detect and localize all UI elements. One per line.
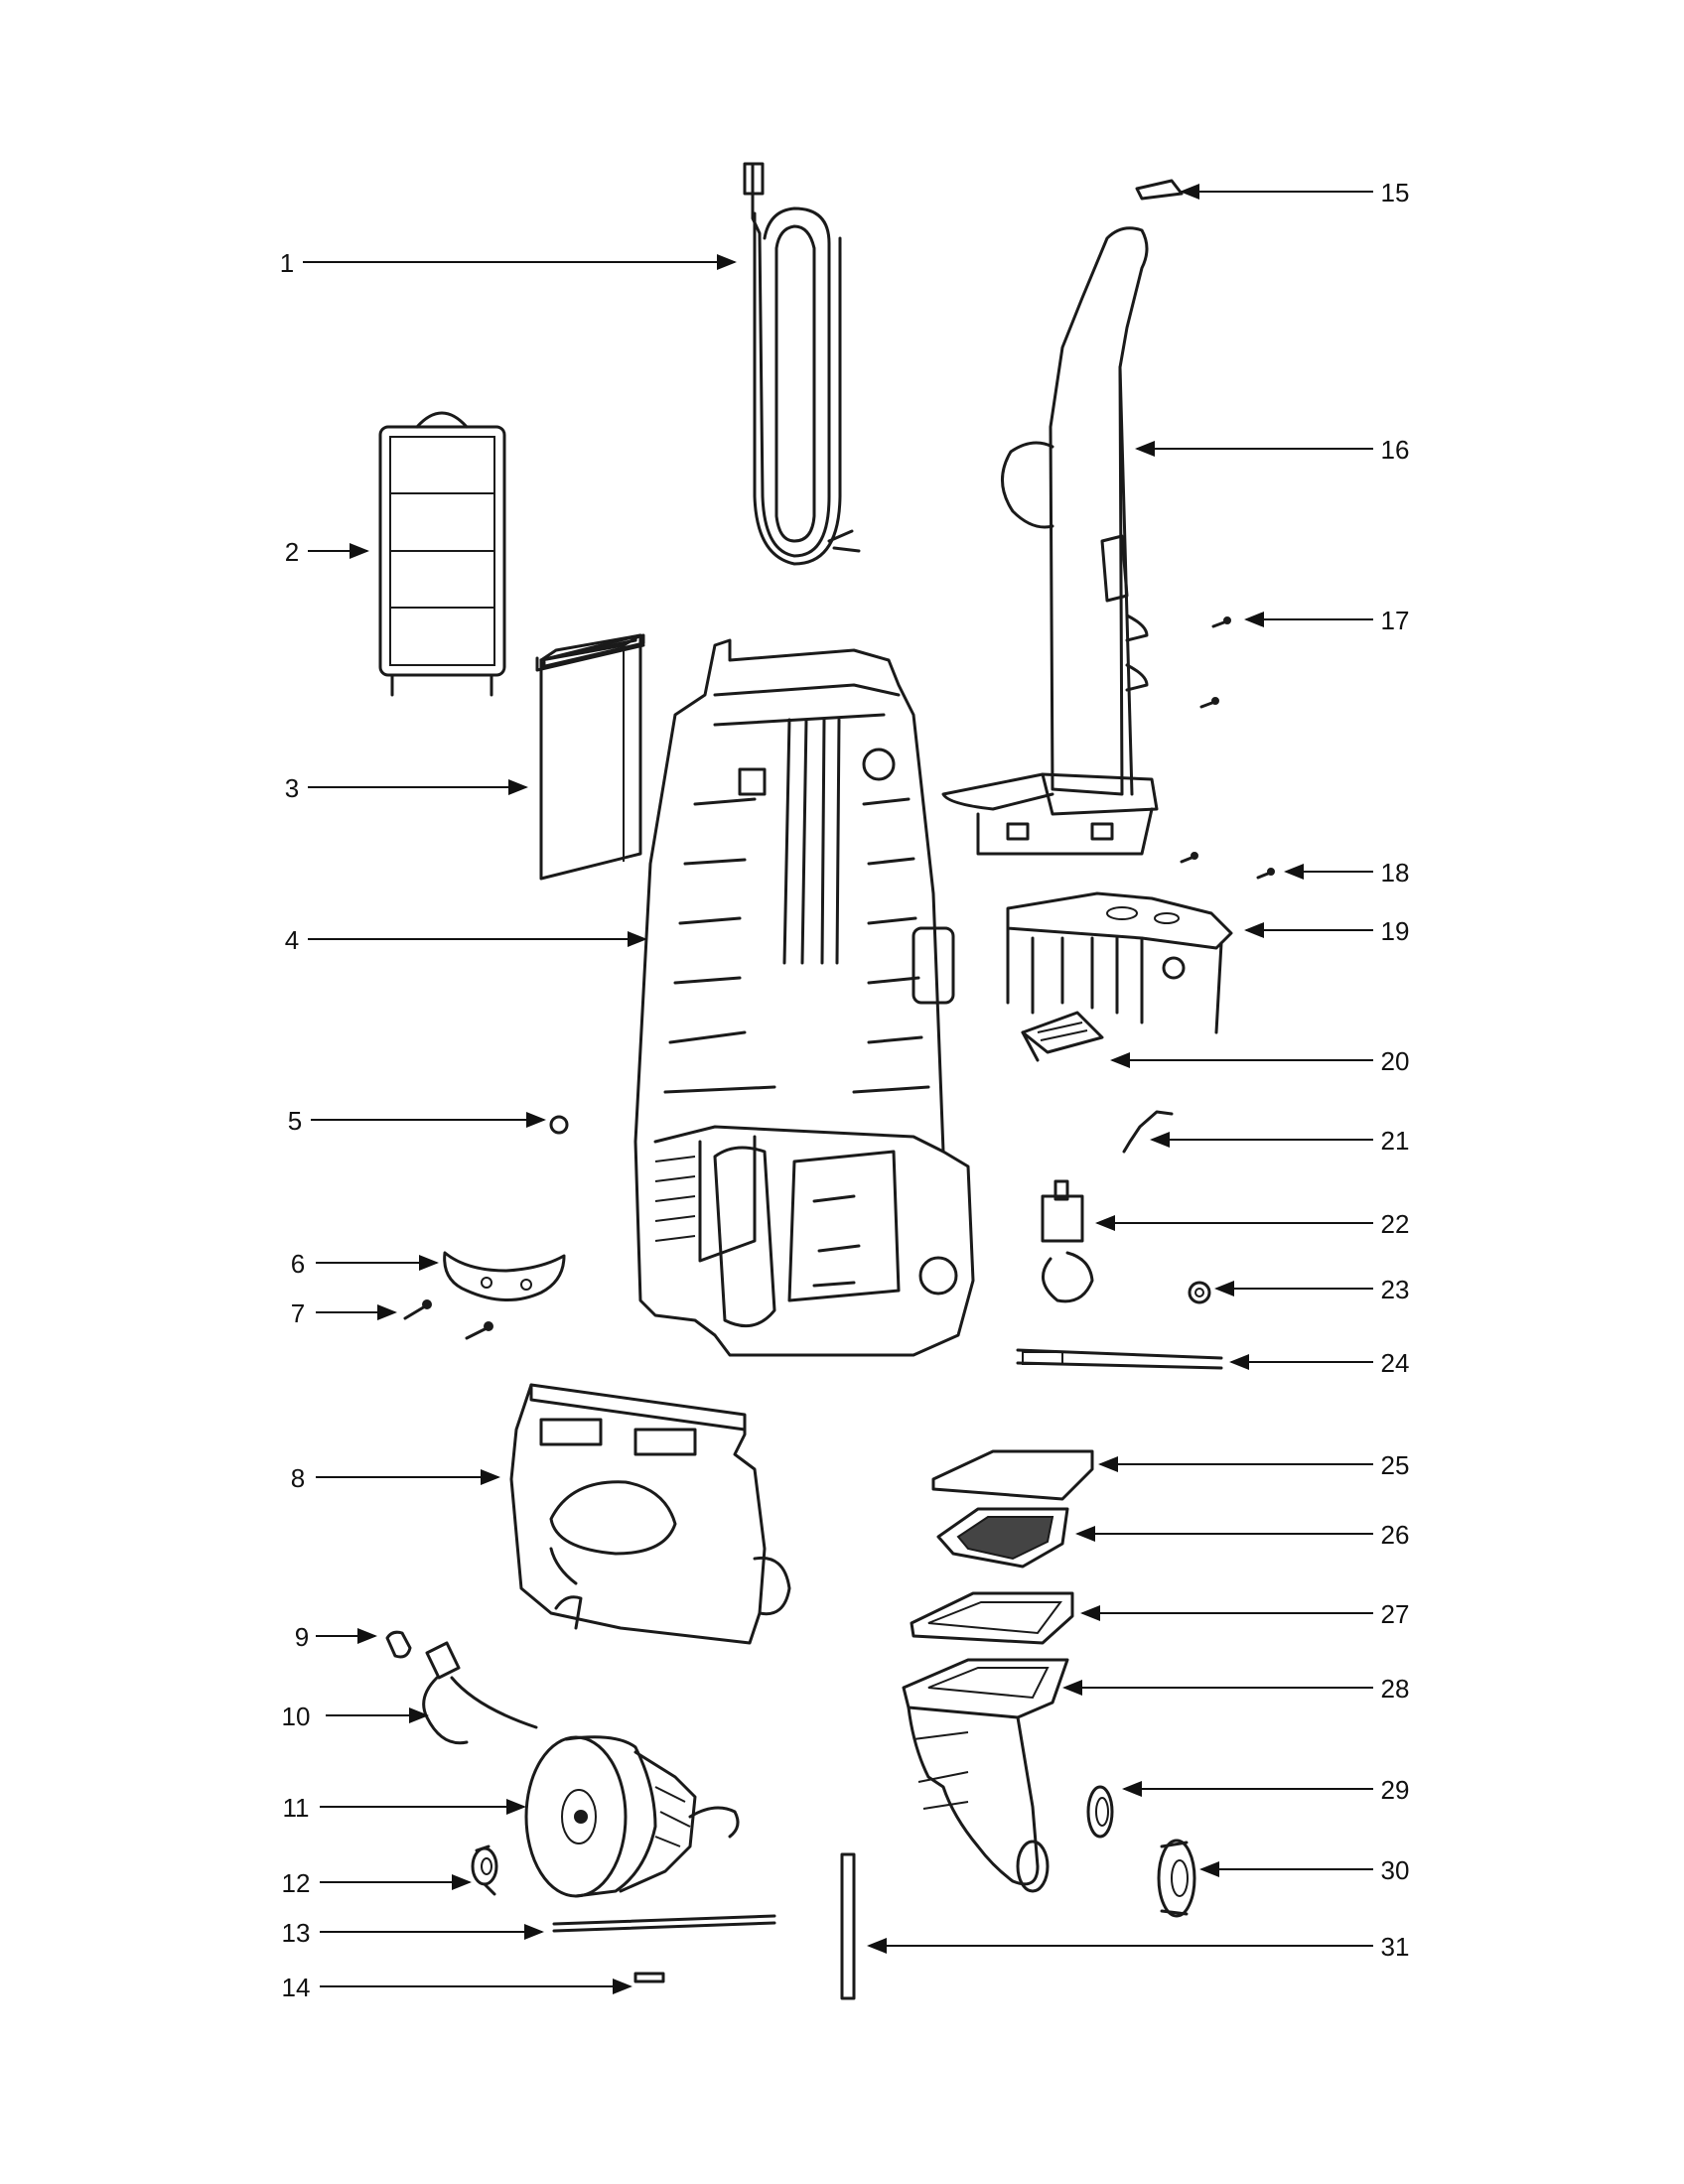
part-pad-20 (1021, 1011, 1104, 1062)
part-tank-inlet (902, 1658, 1069, 1893)
callout-30: 30 (1381, 1855, 1410, 1885)
callout-25: 25 (1381, 1450, 1410, 1480)
part-bracket (443, 1251, 566, 1302)
callout-3: 3 (285, 773, 299, 803)
callout-7: 7 (291, 1298, 305, 1328)
part-rod (1016, 1348, 1223, 1370)
part-main-housing (633, 638, 975, 1357)
part-mesh-screen (936, 1507, 1069, 1569)
part-spring (1122, 1110, 1174, 1154)
callout-21: 21 (1381, 1126, 1410, 1156)
callout-31: 31 (1381, 1932, 1410, 1962)
callout-1: 1 (280, 248, 294, 278)
part-9 (385, 1630, 412, 1659)
part-handle-assembly (941, 226, 1159, 856)
part-switch-wire (422, 1641, 538, 1745)
callout-11: 11 (283, 1793, 310, 1823)
part-switch (1041, 1179, 1094, 1303)
callout-labels: 1 2 3 4 5 6 7 8 9 10 11 12 13 14 15 16 1… (280, 178, 1410, 2002)
callout-16: 16 (1381, 435, 1410, 465)
callout-5: 5 (288, 1106, 302, 1136)
part-motor (524, 1735, 740, 1898)
part-seal-29 (1086, 1785, 1114, 1839)
callout-15: 15 (1381, 178, 1410, 207)
callout-10: 10 (282, 1702, 311, 1731)
part-screws-17 (1199, 616, 1231, 709)
callout-23: 23 (1381, 1275, 1410, 1304)
leader-lines (303, 184, 1373, 1994)
part-screws-18 (1180, 852, 1275, 880)
part-strip (552, 1914, 776, 1933)
part-nut (549, 1115, 569, 1135)
part-clip (1135, 179, 1184, 201)
part-plate (931, 1449, 1094, 1501)
callout-9: 9 (295, 1622, 309, 1652)
part-frame-27 (910, 1591, 1074, 1645)
callout-26: 26 (1381, 1520, 1410, 1550)
callout-6: 6 (291, 1249, 305, 1279)
part-12 (471, 1844, 498, 1896)
callout-22: 22 (1381, 1209, 1410, 1239)
part-filter-frame (378, 411, 506, 697)
part-wheel (1157, 1839, 1196, 1918)
callout-27: 27 (1381, 1599, 1410, 1629)
part-washer (1188, 1281, 1211, 1304)
part-screws-7 (403, 1299, 493, 1340)
callout-28: 28 (1381, 1674, 1410, 1704)
callout-12: 12 (282, 1868, 311, 1898)
part-manifold (1006, 891, 1233, 1034)
callout-2: 2 (285, 537, 299, 567)
callout-17: 17 (1381, 606, 1410, 635)
callout-4: 4 (285, 925, 299, 955)
part-pin (633, 1972, 665, 1983)
part-filter-panel (539, 633, 642, 881)
part-power-cord (743, 162, 861, 566)
callout-24: 24 (1381, 1348, 1410, 1378)
callout-19: 19 (1381, 916, 1410, 946)
callout-13: 13 (282, 1918, 311, 1948)
callout-8: 8 (291, 1463, 305, 1493)
callout-14: 14 (282, 1973, 311, 2002)
callout-29: 29 (1381, 1775, 1410, 1805)
part-lower-housing (509, 1383, 791, 1645)
callout-20: 20 (1381, 1046, 1410, 1076)
part-tube (840, 1852, 856, 2000)
callout-18: 18 (1381, 858, 1410, 887)
